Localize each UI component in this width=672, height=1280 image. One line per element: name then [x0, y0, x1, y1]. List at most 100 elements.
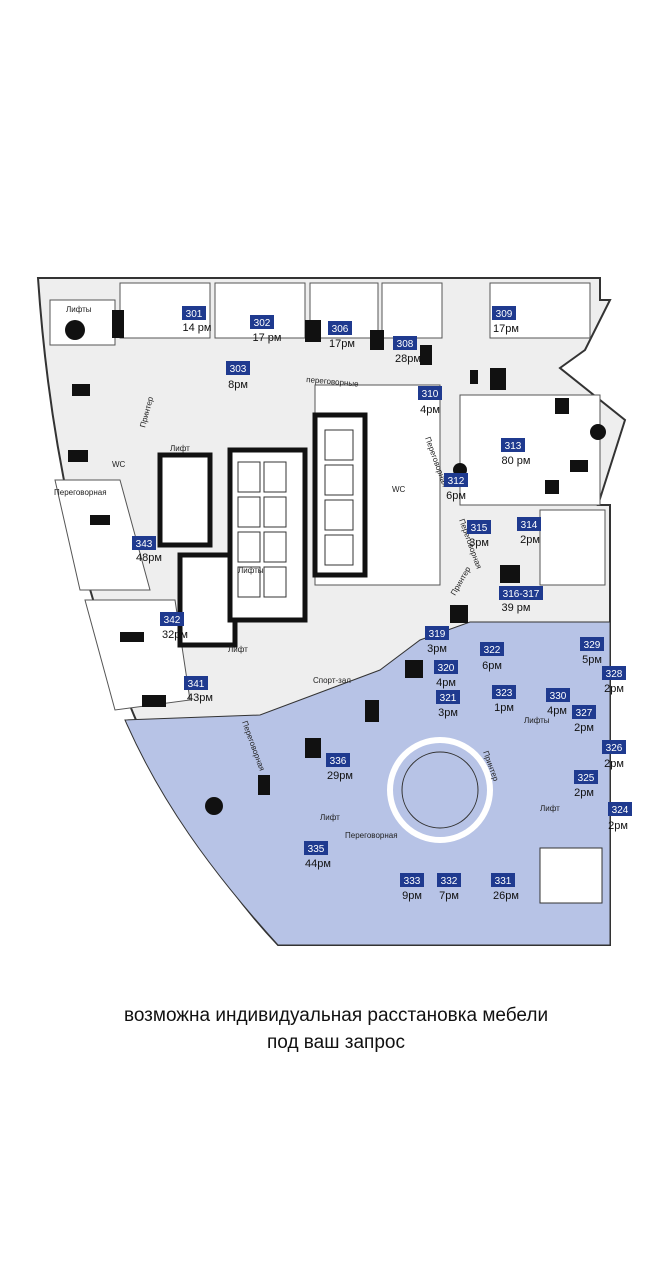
svg-text:9рм: 9рм [402, 890, 422, 902]
svg-text:3рм: 3рм [469, 537, 489, 549]
wc-center-label: WC [392, 485, 406, 494]
svg-text:324: 324 [612, 805, 629, 816]
lift-cores [157, 412, 368, 648]
svg-text:331: 331 [495, 876, 512, 887]
office-331[interactable]: 331 26рм [491, 873, 519, 902]
svg-text:39 рм: 39 рм [502, 602, 531, 614]
svg-text:332: 332 [441, 876, 458, 887]
svg-text:323: 323 [496, 688, 513, 699]
svg-text:2рм: 2рм [604, 758, 624, 770]
svg-text:17рм: 17рм [493, 323, 519, 335]
svg-text:325: 325 [578, 773, 595, 784]
svg-text:326: 326 [606, 743, 623, 754]
meeting-bottom-label: Переговорная [345, 831, 398, 840]
svg-text:2рм: 2рм [608, 820, 628, 832]
svg-text:336: 336 [330, 756, 347, 767]
svg-text:310: 310 [422, 389, 439, 400]
svg-text:7рм: 7рм [439, 890, 459, 902]
floor-plan: Лифты WC Лифт Переговорная Принтер Лифты… [36, 277, 632, 946]
svg-text:6рм: 6рм [482, 660, 502, 672]
svg-text:343: 343 [136, 539, 153, 550]
office-301[interactable]: 301 14 рм [182, 306, 211, 334]
svg-text:5рм: 5рм [582, 654, 602, 666]
svg-text:29рм: 29рм [327, 770, 353, 782]
lift-right-label: Лифт [540, 804, 560, 813]
lift-center-label: Лифт [228, 645, 248, 654]
svg-text:321: 321 [440, 693, 457, 704]
svg-text:44рм: 44рм [305, 858, 331, 870]
svg-text:312: 312 [448, 476, 465, 487]
svg-text:4рм: 4рм [547, 705, 567, 717]
svg-text:329: 329 [584, 640, 601, 651]
svg-text:319: 319 [429, 629, 446, 640]
open-area [539, 847, 603, 904]
lift-lower-label: Лифт [320, 813, 340, 822]
svg-text:320: 320 [438, 663, 455, 674]
svg-text:306: 306 [332, 324, 349, 335]
svg-text:333: 333 [404, 876, 421, 887]
wc-left-label: WC [112, 460, 126, 469]
svg-text:341: 341 [188, 679, 205, 690]
svg-text:14 рм: 14 рм [183, 322, 212, 334]
svg-text:26рм: 26рм [493, 890, 519, 902]
svg-text:2рм: 2рм [520, 534, 540, 546]
svg-text:322: 322 [484, 645, 501, 656]
svg-text:330: 330 [550, 691, 567, 702]
svg-text:327: 327 [576, 708, 593, 719]
office-306[interactable]: 306 17рм [328, 321, 355, 350]
svg-text:3рм: 3рм [438, 707, 458, 719]
lifts-center-label: Лифты [238, 566, 264, 575]
office-336[interactable]: 336 29рм [326, 753, 353, 782]
svg-text:2рм: 2рм [574, 787, 594, 799]
svg-text:316-317: 316-317 [503, 589, 540, 600]
office-316-317[interactable]: 316-317 39 рм [499, 586, 543, 614]
svg-text:4рм: 4рм [420, 404, 440, 416]
meeting-left-label: Переговорная [54, 488, 107, 497]
svg-text:302: 302 [254, 318, 271, 329]
svg-text:4рм: 4рм [436, 677, 456, 689]
lift-left-label: Лифт [170, 444, 190, 453]
svg-text:342: 342 [164, 615, 181, 626]
svg-text:308: 308 [397, 339, 414, 350]
svg-text:328: 328 [606, 669, 623, 680]
lifts-right-label: Лифты [524, 716, 550, 725]
lift-cells [237, 429, 354, 598]
caption-line-1: возможна индивидуальная расстановка мебе… [123, 1005, 549, 1026]
lifts-top-label: Лифты [66, 305, 92, 314]
svg-text:17рм: 17рм [329, 338, 355, 350]
svg-text:313: 313 [505, 441, 522, 452]
walls [68, 310, 588, 795]
svg-text:301: 301 [186, 309, 203, 320]
caption-line-2: под ваш запрос [267, 1032, 405, 1053]
svg-text:303: 303 [230, 364, 247, 375]
svg-text:315: 315 [471, 523, 488, 534]
svg-text:314: 314 [521, 520, 538, 531]
